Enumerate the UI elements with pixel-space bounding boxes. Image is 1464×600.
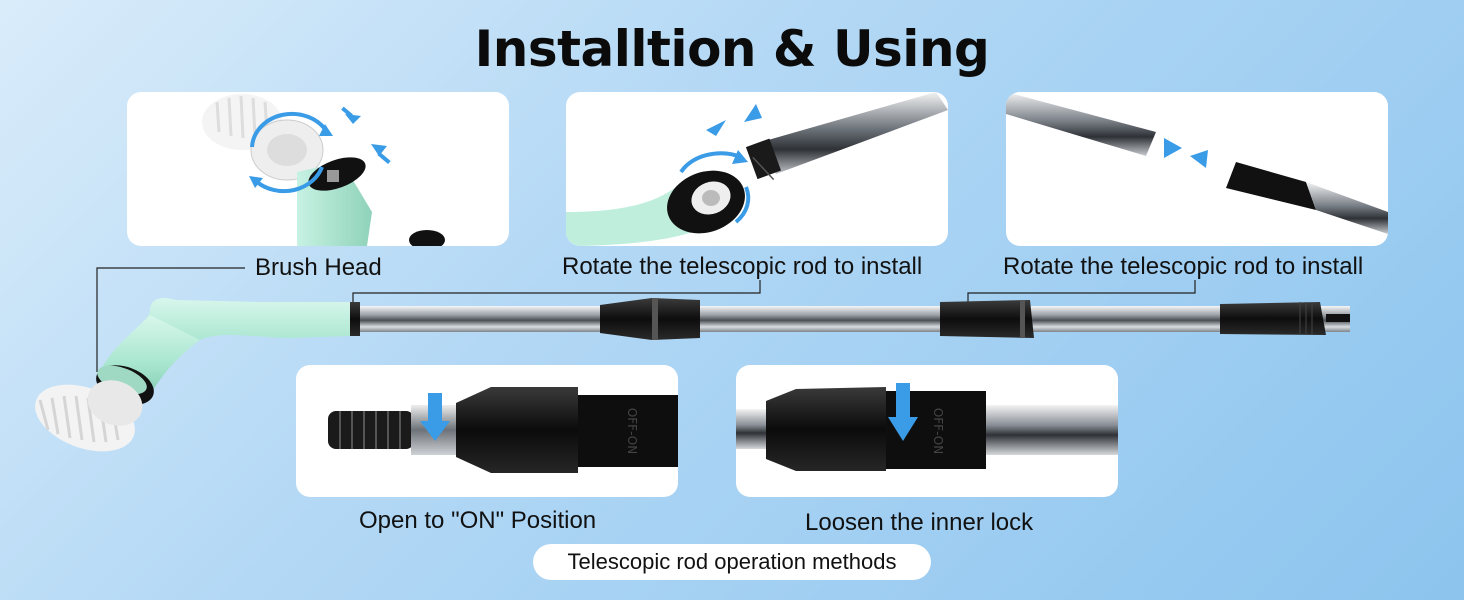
panel-brush-install	[127, 92, 509, 246]
panel-loosen-lock: OFF-ON	[736, 365, 1118, 497]
panel-rotate-rod-1	[566, 92, 948, 246]
brush-head	[35, 380, 143, 452]
rod-end-thread	[1220, 302, 1326, 335]
off-on-marking: OFF-ON	[931, 408, 945, 454]
push-arrow-icon	[1164, 138, 1208, 168]
push-arrow-icon	[341, 106, 391, 165]
off-on-marking: OFF-ON	[625, 408, 639, 454]
leader-lines	[96, 267, 1196, 372]
page-title: Installtion & Using	[474, 20, 990, 78]
footer-label: Telescopic rod operation methods	[533, 544, 931, 580]
caption-brush-head: Brush Head	[255, 254, 382, 281]
rotate-arrows-icon	[679, 151, 751, 224]
caption-loosen: Loosen the inner lock	[805, 509, 1034, 536]
telescopic-rod	[346, 298, 1350, 340]
panel-rotate-rod-2	[1006, 92, 1388, 246]
down-arrow-icon	[420, 393, 450, 441]
brush-head-closeup	[202, 94, 445, 246]
panel-open-on: OFF-ON	[296, 365, 678, 497]
lock-collar-2	[940, 300, 1034, 338]
caption-rotate-1: Rotate the telescopic rod to install	[562, 253, 923, 280]
down-arrow-icon	[888, 383, 918, 441]
push-arrow-icon	[706, 104, 762, 136]
lock-collar-1	[600, 298, 700, 340]
caption-rotate-2: Rotate the telescopic rod to install	[1003, 253, 1364, 280]
rotate-arrows-icon	[250, 111, 329, 194]
caption-open-on: Open to "ON" Position	[359, 507, 597, 534]
